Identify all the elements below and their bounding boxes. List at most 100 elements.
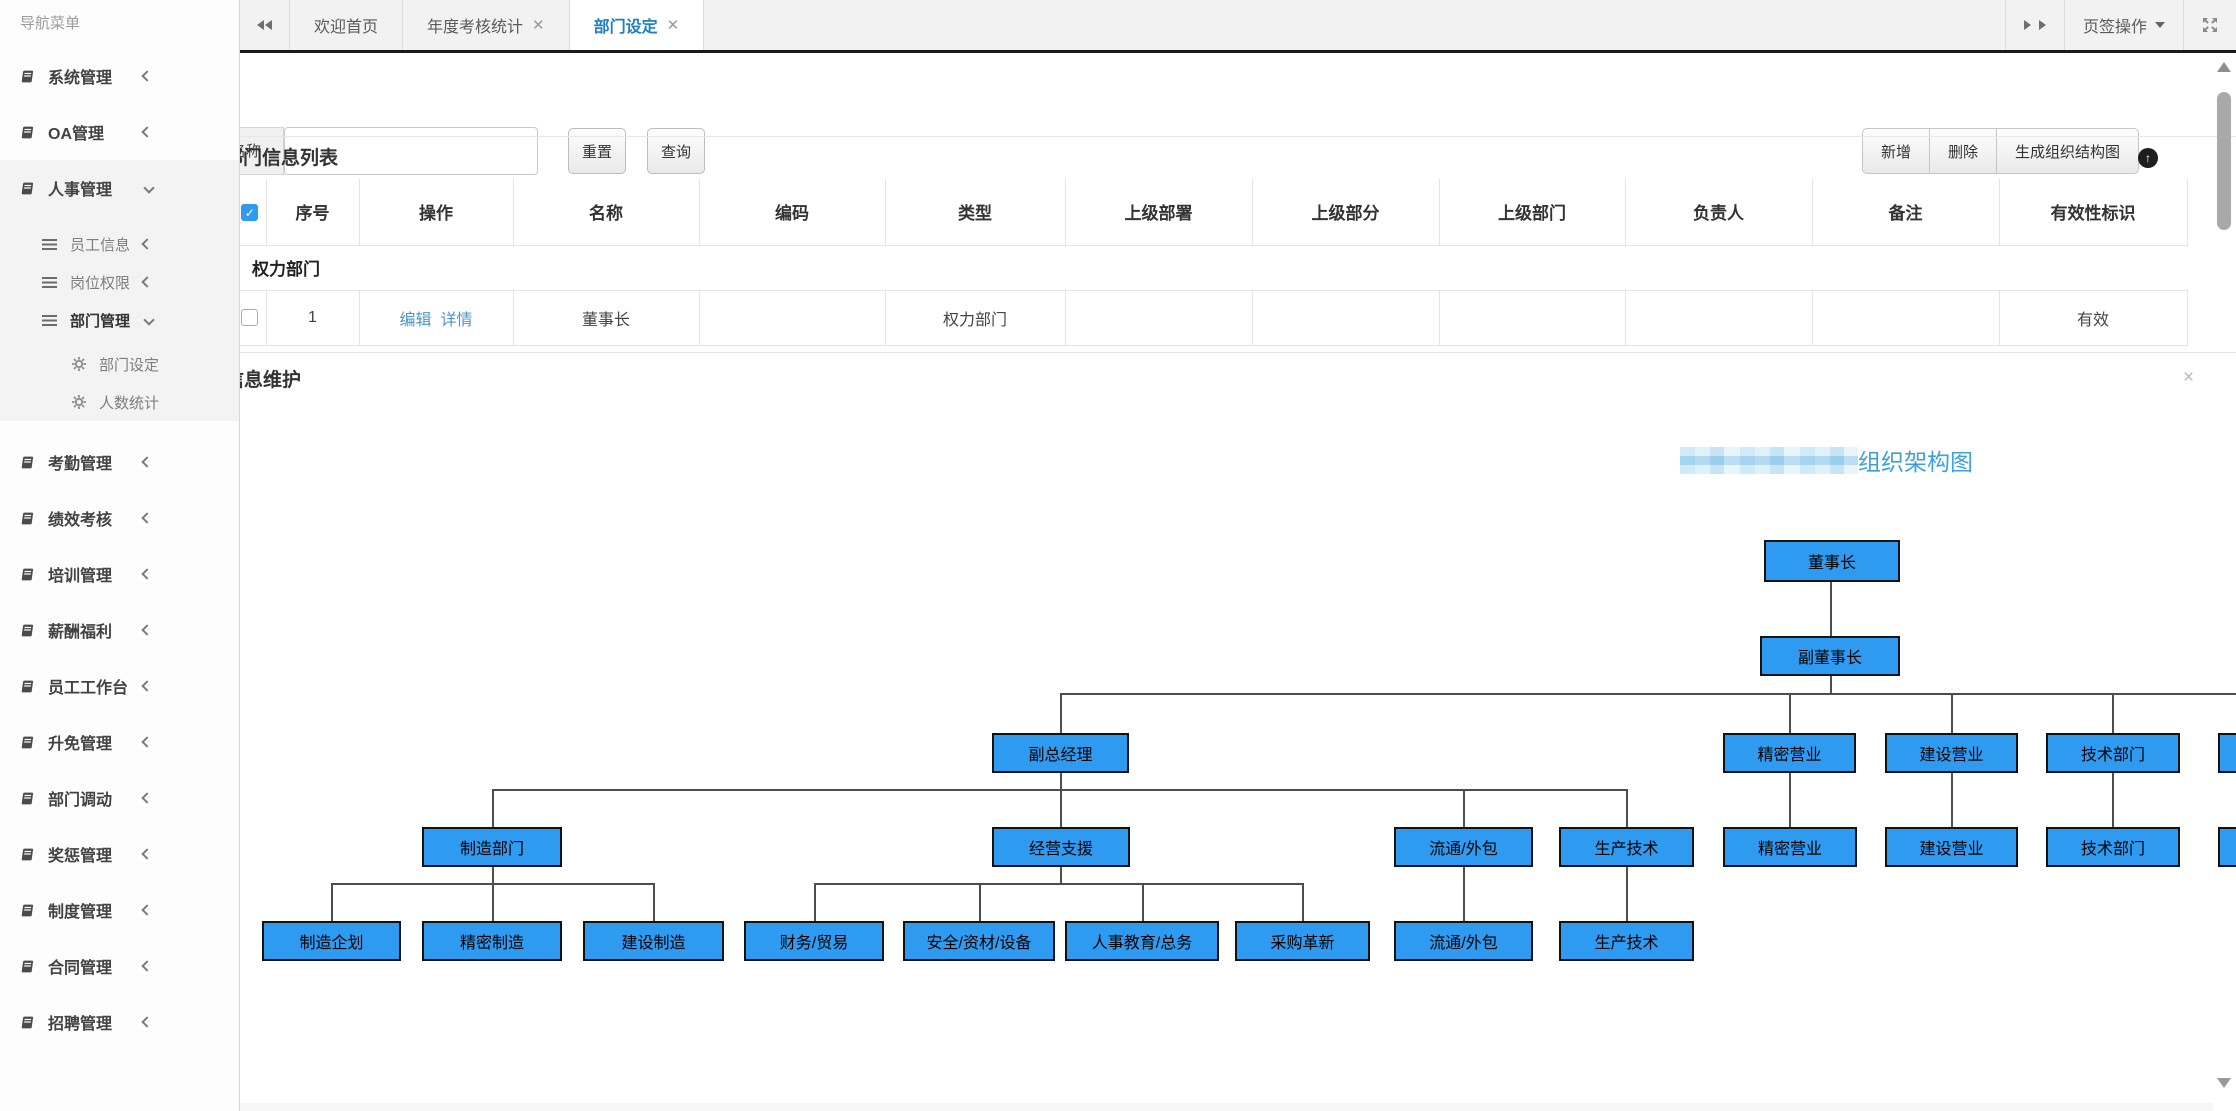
org-node-生产技术: 生产技术 xyxy=(1559,827,1694,867)
close-panel-icon[interactable]: × xyxy=(2183,367,2195,388)
horizontal-scrollbar-track[interactable] xyxy=(240,1103,2213,1111)
sidebar-item-人数统计[interactable]: 人数统计 xyxy=(0,383,239,421)
add-button[interactable]: 新增 xyxy=(1863,129,1929,173)
org-node-精密制造: 精密制造 xyxy=(422,921,562,961)
table-cell: 有效 xyxy=(1999,290,2188,346)
org-node-安全/资材/设备: 安全/资材/设备 xyxy=(903,921,1055,961)
tab-label: 年度考核统计 xyxy=(427,19,524,36)
table-cell xyxy=(1812,290,2000,346)
book-icon xyxy=(21,680,34,692)
sidebar-item-label: 培训管理 xyxy=(48,568,113,585)
sidebar-item-岗位权限[interactable]: 岗位权限 xyxy=(0,263,239,301)
detail-link[interactable]: 详情 xyxy=(440,311,473,329)
sidebar-item-培训管理[interactable]: 培训管理 xyxy=(0,546,239,602)
name-search-input[interactable] xyxy=(284,127,538,175)
list-icon xyxy=(42,276,57,288)
org-connector-line xyxy=(1060,789,1062,827)
sidebar-item-label: 部门调动 xyxy=(48,792,113,809)
department-list-panel-header: 部门信息列表 ↑ xyxy=(240,136,2236,179)
sidebar-item-绩效考核[interactable]: 绩效考核 xyxy=(0,490,239,546)
org-node-副总经理: 副总经理 xyxy=(992,733,1129,773)
tab-label: 欢迎首页 xyxy=(314,19,379,36)
org-connector-line xyxy=(1463,867,1465,921)
sidebar-item-升免管理[interactable]: 升免管理 xyxy=(0,714,239,770)
query-button[interactable]: 查询 xyxy=(647,128,705,174)
sidebar-item-奖惩管理[interactable]: 奖惩管理 xyxy=(0,826,239,882)
chevron-left-icon xyxy=(141,848,153,860)
sidebar-item-OA管理[interactable]: OA管理 xyxy=(0,104,239,160)
sidebar-item-部门设定[interactable]: 部门设定 xyxy=(0,345,239,383)
scroll-down-arrow-icon[interactable] xyxy=(2217,1078,2231,1088)
book-icon xyxy=(21,70,34,82)
sidebar-item-招聘管理[interactable]: 招聘管理 xyxy=(0,994,239,1050)
tab-部门设定[interactable]: 部门设定 ✕ xyxy=(569,0,705,50)
chevron-left-icon xyxy=(141,904,153,916)
sidebar-item-label: 奖惩管理 xyxy=(48,848,113,865)
column-header: 名称 xyxy=(513,179,700,246)
org-connector-line xyxy=(1142,883,1144,921)
tabs-scroll-right-button[interactable] xyxy=(2004,0,2064,50)
column-header: 备注 xyxy=(1812,179,2000,246)
org-connector-line xyxy=(2112,773,2114,827)
sidebar-item-label: 员工工作台 xyxy=(48,680,129,697)
scroll-up-arrow-icon[interactable] xyxy=(2217,62,2231,72)
chevron-left-icon xyxy=(141,792,153,804)
sidebar-item-label: 考勤管理 xyxy=(48,456,113,473)
table-cell: 1 xyxy=(266,290,360,346)
sidebar-item-人事管理[interactable]: 人事管理 xyxy=(0,160,239,216)
org-node-董事长: 董事长 xyxy=(1764,540,1900,582)
tab-欢迎首页[interactable]: 欢迎首页 xyxy=(290,0,404,50)
tab-label: 部门设定 xyxy=(593,19,658,36)
double-left-arrow-icon xyxy=(257,20,264,30)
tab-operations-dropdown[interactable]: 页签操作 xyxy=(2063,0,2183,50)
org-connector-line xyxy=(492,883,494,921)
sidebar-item-系统管理[interactable]: 系统管理 xyxy=(0,48,239,104)
sidebar-item-label: 升免管理 xyxy=(48,736,113,753)
chevron-left-icon xyxy=(141,126,153,138)
org-connector-line xyxy=(331,883,333,921)
select-all-checkbox[interactable]: ✓ xyxy=(241,203,259,221)
org-connector-line xyxy=(1060,867,1062,883)
row-checkbox[interactable] xyxy=(241,308,259,326)
redacted-company-name xyxy=(1680,447,1858,474)
sidebar-item-员工工作台[interactable]: 员工工作台 xyxy=(0,658,239,714)
tab-年度考核统计[interactable]: 年度考核统计 ✕ xyxy=(403,0,570,50)
org-connector-line xyxy=(979,883,981,921)
book-icon xyxy=(21,126,34,138)
gears-icon xyxy=(72,357,86,371)
actions-cell: 编辑详情 xyxy=(359,290,514,346)
tabs-container: 欢迎首页 年度考核统计 ✕ 部门设定 ✕ xyxy=(290,0,705,50)
sidebar-item-制度管理[interactable]: 制度管理 xyxy=(0,882,239,938)
column-header: 负责人 xyxy=(1625,179,1813,246)
column-header: 序号 xyxy=(266,179,360,246)
generate-org-chart-button[interactable]: 生成组织结构图 xyxy=(1996,129,2138,173)
org-chart-title: 组织架构图 xyxy=(1858,449,1973,475)
sidebar-item-薪酬福利[interactable]: 薪酬福利 xyxy=(0,602,239,658)
sidebar-spacer xyxy=(0,421,239,434)
edit-link[interactable]: 编辑 xyxy=(399,311,432,329)
org-node-财务/贸易: 财务/贸易 xyxy=(744,921,884,961)
sidebar-item-员工信息[interactable]: 员工信息 xyxy=(0,225,239,263)
book-icon xyxy=(21,848,34,860)
main-content: 欢迎首页 年度考核统计 ✕ 部门设定 ✕ 页签操作 名称 重置 查询 新增 删除 生成组… xyxy=(240,0,2236,1111)
tab-operations-label: 页签操作 xyxy=(2082,19,2147,36)
tab-close-icon[interactable]: ✕ xyxy=(532,17,545,34)
list-icon xyxy=(42,238,57,250)
sidebar-item-考勤管理[interactable]: 考勤管理 xyxy=(0,434,239,490)
collapse-panel-icon[interactable]: ↑ xyxy=(2138,148,2158,168)
org-node-精密营业: 精密营业 xyxy=(1723,827,1857,867)
reset-button[interactable]: 重置 xyxy=(568,128,626,174)
sidebar-item-部门管理[interactable]: 部门管理 xyxy=(0,301,239,339)
tabs-scroll-left-button[interactable] xyxy=(240,0,290,50)
department-maintain-panel-header: 部门信息维护 × xyxy=(240,352,2236,408)
fullscreen-toggle-button[interactable] xyxy=(2183,0,2236,50)
org-node-技术部门: 技术部门 xyxy=(2046,733,2180,773)
double-right-arrow-icon xyxy=(2023,20,2031,30)
org-connector-line xyxy=(1789,693,1791,733)
tab-close-icon[interactable]: ✕ xyxy=(666,17,680,34)
sidebar-item-合同管理[interactable]: 合同管理 xyxy=(0,938,239,994)
sidebar-item-部门调动[interactable]: 部门调动 xyxy=(0,770,239,826)
vertical-scrollbar-thumb[interactable] xyxy=(2217,92,2231,230)
delete-button[interactable]: 删除 xyxy=(1929,129,1996,173)
